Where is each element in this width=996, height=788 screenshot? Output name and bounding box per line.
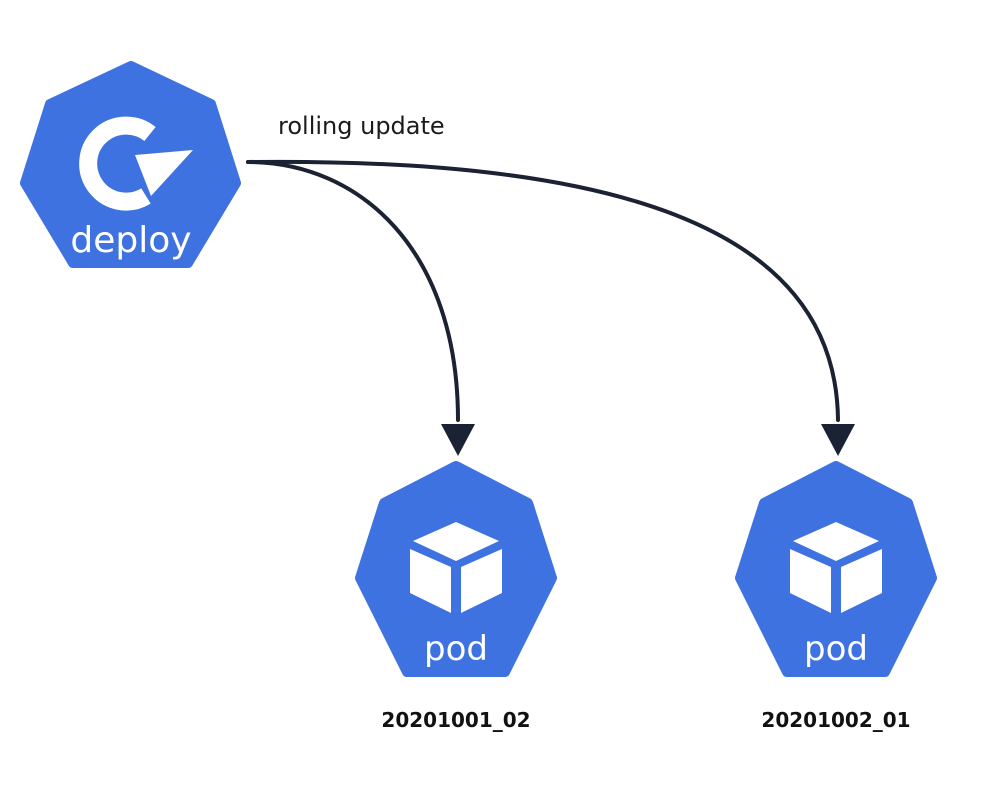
- pod-caption-2: 20201002_01: [761, 708, 910, 732]
- pod-heptagon-2: [735, 461, 937, 677]
- deploy-label: deploy: [70, 220, 191, 261]
- edge-label-rolling-update: rolling update: [278, 112, 445, 140]
- pod-label-1: pod: [424, 629, 488, 669]
- pod-heptagon-1: [355, 461, 557, 677]
- pod-label-2: pod: [804, 629, 868, 669]
- edge-deploy-to-pod-2: [246, 159, 840, 422]
- cube-icon: [410, 522, 502, 613]
- edge-deploy-to-pod-1: [246, 160, 460, 422]
- deploy-node[interactable]: deploy: [20, 61, 241, 268]
- arrowhead-pod-2: [821, 424, 855, 456]
- deploy-heptagon: [20, 61, 241, 268]
- cube-icon: [790, 522, 882, 613]
- edges: [246, 159, 855, 456]
- rolling-update-icon: [79, 116, 193, 211]
- arrowhead-pod-1: [441, 424, 475, 456]
- pod-caption-1: 20201001_02: [381, 708, 530, 732]
- pod-node-1[interactable]: pod: [355, 461, 557, 677]
- pod-node-2[interactable]: pod: [735, 461, 937, 677]
